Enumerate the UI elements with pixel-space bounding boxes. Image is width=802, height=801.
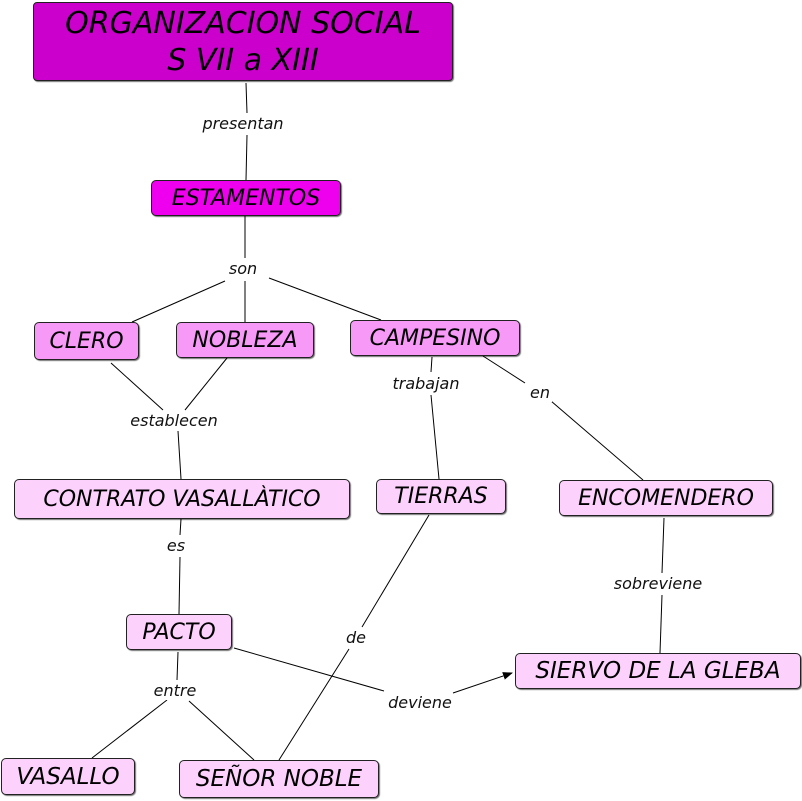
pacto-label: PACTO xyxy=(142,619,216,645)
node-clero[interactable]: CLERO xyxy=(34,322,139,360)
line-presentan-estamentos xyxy=(245,134,248,181)
link-entre: entre xyxy=(151,681,199,700)
line-title-presentan xyxy=(245,82,248,114)
line-clero-establecen xyxy=(110,362,164,411)
line-pacto-entre xyxy=(176,651,179,681)
title-line-1: ORGANIZACION SOCIAL xyxy=(65,5,421,41)
line-son-campesino xyxy=(268,277,382,321)
line-nobleza-establecen xyxy=(184,357,228,411)
line-entre-senor xyxy=(188,700,255,761)
link-presentan: presentan xyxy=(200,114,286,133)
nobleza-label: NOBLEZA xyxy=(192,327,298,353)
link-es: es xyxy=(164,536,188,555)
line-trabajan-tierras xyxy=(430,394,440,480)
tierras-label: TIERRAS xyxy=(394,484,488,509)
line-encomendero-sobreviene xyxy=(661,517,665,574)
link-son: son xyxy=(226,259,260,278)
senor-label: SEÑOR NOBLE xyxy=(195,766,363,792)
node-senor-noble[interactable]: SEÑOR NOBLE xyxy=(179,760,379,798)
line-entre-vasallo xyxy=(91,699,168,759)
node-estamentos[interactable]: ESTAMENTOS xyxy=(151,180,341,216)
link-deviene: deviene xyxy=(386,693,454,712)
node-tierras[interactable]: TIERRAS xyxy=(376,479,506,514)
link-en: en xyxy=(528,383,552,402)
contrato-label: CONTRATO VASALLÀTICO xyxy=(43,486,321,512)
line-son-clero xyxy=(131,280,226,323)
line-es-pacto xyxy=(178,556,181,615)
line-deviene-siervo xyxy=(452,672,513,694)
line-contrato-es xyxy=(179,518,182,536)
clero-label: CLERO xyxy=(49,328,124,354)
line-campesino-trabajan xyxy=(430,356,433,373)
node-vasallo[interactable]: VASALLO xyxy=(1,758,135,795)
siervo-label: SIERVO DE LA GLEBA xyxy=(535,658,781,684)
link-establecen: establecen xyxy=(128,411,220,430)
line-establecen-contrato xyxy=(177,430,182,480)
link-sobreviene: sobreviene xyxy=(611,574,705,593)
line-en-encomendero xyxy=(550,400,644,481)
node-encomendero[interactable]: ENCOMENDERO xyxy=(559,480,773,516)
title-line-2: S VII a XIII xyxy=(167,42,319,78)
node-nobleza[interactable]: NOBLEZA xyxy=(176,322,314,358)
line-pacto-deviene xyxy=(233,647,385,692)
line-campesino-en xyxy=(482,355,526,384)
node-title[interactable]: ORGANIZACION SOCIAL S VII a XIII xyxy=(33,2,453,81)
line-de-senor xyxy=(278,648,350,761)
link-trabajan: trabajan xyxy=(390,374,462,393)
node-pacto[interactable]: PACTO xyxy=(126,614,232,650)
link-de: de xyxy=(344,628,368,647)
estamentos-label: ESTAMENTOS xyxy=(171,185,321,211)
node-contrato-vasallatico[interactable]: CONTRATO VASALLÀTICO xyxy=(14,479,350,519)
campesino-label: CAMPESINO xyxy=(369,325,501,351)
vasallo-label: VASALLO xyxy=(16,763,120,790)
line-tierras-de xyxy=(361,514,430,628)
line-sobreviene-siervo xyxy=(659,594,663,654)
node-campesino[interactable]: CAMPESINO xyxy=(350,320,520,356)
encomendero-label: ENCOMENDERO xyxy=(578,485,754,511)
node-siervo-de-la-gleba[interactable]: SIERVO DE LA GLEBA xyxy=(515,653,801,689)
